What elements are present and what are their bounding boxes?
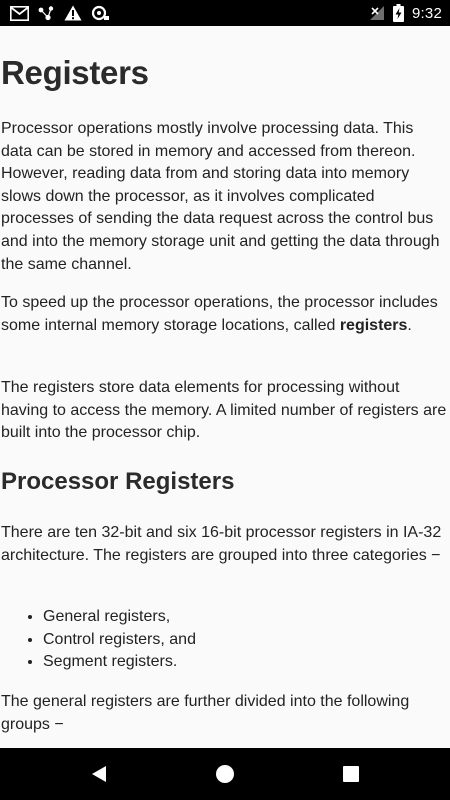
home-icon bbox=[216, 765, 234, 783]
battery-charging-icon bbox=[393, 4, 404, 22]
register-category-list: General registers, Control registers, an… bbox=[26, 606, 196, 674]
network-icon bbox=[38, 5, 55, 21]
recents-icon bbox=[343, 766, 359, 782]
list-item: Control registers, and bbox=[43, 629, 196, 652]
paragraph-2: To speed up the processor operations, th… bbox=[1, 292, 447, 337]
list-item: Segment registers. bbox=[43, 651, 196, 674]
paragraph-2-end: . bbox=[407, 316, 412, 334]
status-right: 9:32 bbox=[361, 4, 442, 22]
navigation-bar bbox=[0, 748, 450, 800]
back-icon bbox=[92, 766, 106, 782]
warning-icon bbox=[64, 5, 82, 21]
sync-icon bbox=[91, 5, 109, 21]
status-bar: 9:32 bbox=[0, 0, 450, 26]
article-content[interactable]: Registers Processor operations mostly in… bbox=[0, 26, 450, 748]
gmail-icon bbox=[10, 5, 29, 21]
no-signal-icon bbox=[369, 5, 385, 21]
paragraph-2-text: To speed up the processor operations, th… bbox=[1, 294, 438, 334]
page-title: Registers bbox=[1, 54, 149, 91]
status-left bbox=[10, 5, 118, 21]
clock: 9:32 bbox=[412, 4, 442, 22]
paragraph-1: Processor operations mostly involve proc… bbox=[1, 120, 440, 273]
list-item: General registers, bbox=[43, 606, 196, 629]
home-button[interactable] bbox=[205, 754, 245, 794]
registers-term: registers bbox=[339, 316, 408, 334]
paragraph-3: The registers store data elements for pr… bbox=[1, 379, 447, 442]
back-button[interactable] bbox=[79, 754, 119, 794]
recents-button[interactable] bbox=[331, 754, 371, 794]
section-title: Processor Registers bbox=[1, 468, 235, 495]
paragraph-5: The general registers are further divide… bbox=[1, 693, 410, 733]
paragraph-4: There are ten 32-bit and six 16-bit proc… bbox=[1, 524, 442, 564]
